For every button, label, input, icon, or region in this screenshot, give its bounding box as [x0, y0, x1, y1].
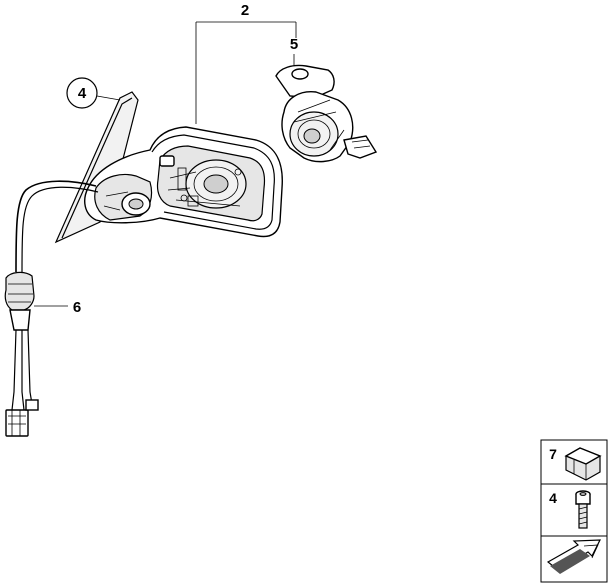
mirror-housing-icon — [84, 126, 283, 238]
legend-item-screw: 4 — [549, 490, 591, 529]
wiring-harness-icon — [4, 180, 99, 437]
callout-number: 6 — [73, 299, 81, 316]
callout-number: 5 — [290, 36, 298, 53]
clip-icon — [564, 447, 602, 481]
mirror-glass-icon — [54, 91, 139, 244]
legend-item-clip: 7 — [549, 446, 602, 481]
callout-number: 2 — [241, 2, 249, 19]
callout-motor: 5 — [290, 36, 298, 66]
screw-icon — [575, 490, 591, 529]
callout-number: 4 — [78, 85, 87, 102]
callout-glass: 4 — [66, 77, 121, 109]
callout-housing: 2 — [195, 2, 297, 124]
arrow-icon — [546, 539, 601, 574]
adjustment-motor-icon — [275, 64, 378, 163]
legend-number: 7 — [549, 446, 557, 462]
legend-number: 4 — [549, 490, 557, 506]
legend-panel: 7 4 — [540, 439, 608, 583]
callout-cable: 6 — [34, 299, 81, 316]
